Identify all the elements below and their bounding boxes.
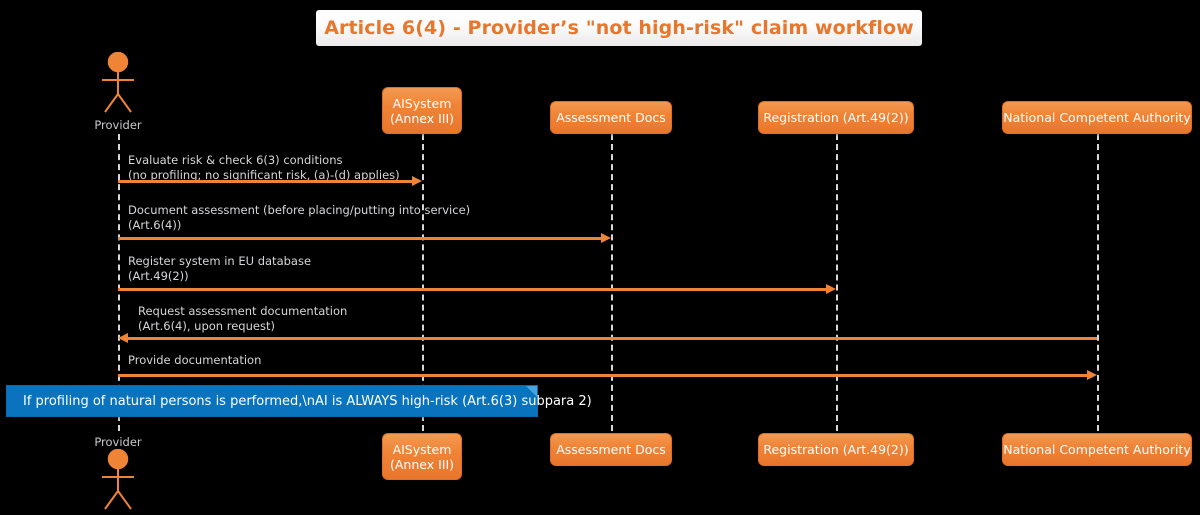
- message-4-arrowhead: [118, 333, 128, 343]
- note-profiling-text: If profiling of natural persons is perfo…: [23, 393, 592, 409]
- actor-provider-bottom: [94, 449, 142, 511]
- lifeline-docs: [611, 134, 613, 431]
- message-1-label-line2: (no profiling; no significant risk, (a)-…: [128, 168, 400, 182]
- participant-registry-bottom[interactable]: Registration (Art.49(2)): [758, 433, 914, 466]
- note-fold-corner: [526, 386, 537, 397]
- actor-provider-top: [94, 52, 142, 114]
- message-3-arrowhead: [826, 284, 836, 294]
- actor-provider-bottom-label: Provider: [94, 435, 142, 449]
- participant-aisystem-bottom[interactable]: AISystem (Annex III): [382, 433, 462, 480]
- message-3-label-line1: Register system in EU database: [128, 254, 312, 268]
- participant-registry-top-line1: Registration (Art.49(2)): [763, 110, 909, 125]
- actor-provider-top-label: Provider: [94, 118, 142, 132]
- participant-aisystem-top-line2: (Annex III): [389, 110, 455, 126]
- message-1-arrowhead: [412, 176, 422, 186]
- participant-registry-top[interactable]: Registration (Art.49(2)): [758, 101, 914, 134]
- participant-authority-bottom-line1: National Competent Authority: [1003, 442, 1191, 457]
- participant-docs-bottom-line1: Assessment Docs: [556, 442, 666, 457]
- participant-aisystem-top-line1: AISystem: [392, 95, 452, 111]
- message-1-label-line1: Evaluate risk & check 6(3) conditions: [128, 153, 343, 167]
- message-4-label-line2: (Art.6(4), upon request): [138, 319, 275, 333]
- participant-authority-top[interactable]: National Competent Authority: [1002, 101, 1192, 134]
- message-5-arrowhead: [1087, 370, 1097, 380]
- message-2-label-line2: (Art.6(4)): [128, 218, 182, 232]
- diagram-title-box: Article 6(4) - Provider’s "not high-risk…: [316, 10, 922, 46]
- participant-aisystem-bottom-line1: AISystem: [392, 441, 452, 457]
- message-4-label-line1: Request assessment documentation: [138, 304, 348, 318]
- message-5-line: [118, 374, 1087, 377]
- participant-docs-top-line1: Assessment Docs: [556, 110, 666, 125]
- lifeline-provider: [118, 134, 120, 431]
- message-5-label-line1: Provide documentation: [128, 353, 262, 367]
- lifeline-registry: [836, 134, 838, 431]
- message-2-line: [118, 237, 601, 240]
- note-profiling: If profiling of natural persons is perfo…: [6, 385, 592, 417]
- participant-authority-top-line1: National Competent Authority: [1003, 110, 1191, 125]
- participant-registry-bottom-line1: Registration (Art.49(2)): [763, 442, 909, 457]
- message-4-line: [128, 337, 1097, 340]
- lifeline-authority: [1097, 134, 1099, 431]
- message-1-line: [118, 180, 412, 183]
- message-3-label-line2: (Art.49(2)): [128, 269, 189, 283]
- lifeline-aisystem: [422, 134, 424, 431]
- participant-authority-bottom[interactable]: National Competent Authority: [1002, 433, 1192, 466]
- message-3-line: [118, 288, 826, 291]
- participant-aisystem-bottom-line2: (Annex III): [389, 456, 455, 472]
- participant-aisystem-top[interactable]: AISystem (Annex III): [382, 87, 462, 134]
- message-2-arrowhead: [601, 233, 611, 243]
- participant-docs-bottom[interactable]: Assessment Docs: [550, 433, 672, 466]
- diagram-title: Article 6(4) - Provider’s "not high-risk…: [324, 17, 914, 39]
- participant-docs-top[interactable]: Assessment Docs: [550, 101, 672, 134]
- message-2-label-line1: Document assessment (before placing/putt…: [128, 203, 471, 217]
